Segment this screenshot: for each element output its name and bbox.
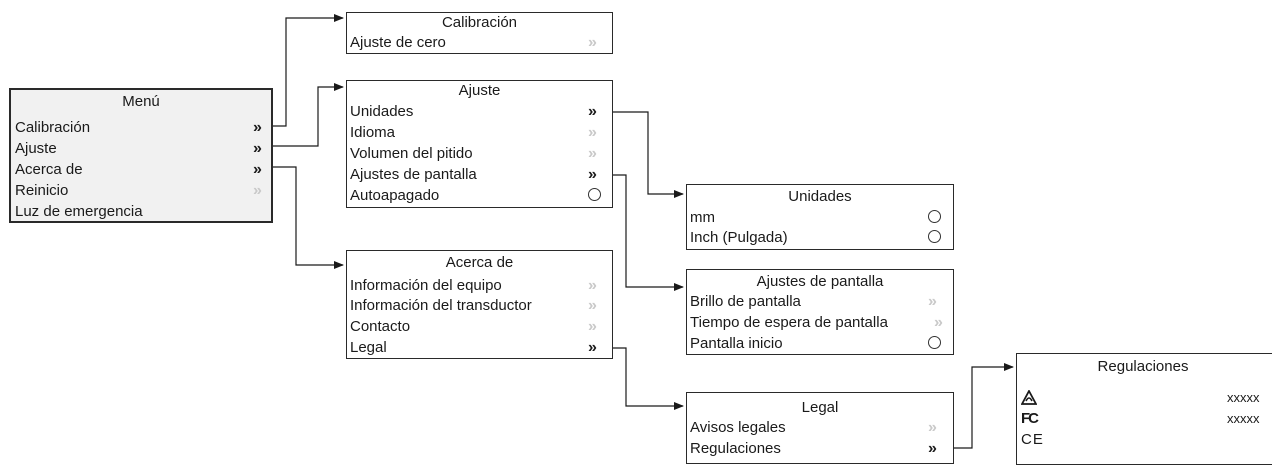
menu-item-calibracion[interactable]: Calibración » — [15, 117, 267, 138]
chevron-right-icon: » — [588, 145, 597, 162]
legal-item-avisos[interactable]: Avisos legales » — [690, 417, 949, 438]
ajuste-item-volumen[interactable]: Volumen del pitido » — [350, 143, 608, 164]
pantalla-item-inicio[interactable]: Pantalla inicio — [690, 333, 949, 354]
unidades-item-inch[interactable]: Inch (Pulgada) — [690, 227, 949, 248]
connector-regulaciones — [938, 363, 1014, 449]
menu-item-label: Legal — [350, 339, 387, 356]
radio-button[interactable] — [928, 336, 941, 349]
menu-item-label: Idioma — [350, 124, 396, 141]
chevron-right-icon: » — [253, 182, 262, 199]
regulaciones-title: Regulaciones — [1097, 358, 1189, 375]
legal-title: Legal — [801, 399, 839, 416]
chevron-right-icon: » — [588, 166, 597, 183]
chevron-right-icon: » — [928, 293, 937, 310]
ajuste-title: Ajuste — [458, 82, 501, 99]
acerca-item-contacto[interactable]: Contacto » — [350, 316, 608, 337]
menu-item-label: Brillo de pantalla — [690, 293, 801, 310]
ajuste-item-pantalla[interactable]: Ajustes de pantalla » — [350, 164, 608, 185]
chevron-right-icon: » — [588, 124, 597, 141]
menu-item-label: Tiempo de espera de pantalla — [690, 314, 888, 331]
rcm-icon — [1020, 389, 1038, 405]
menu-box: Menú Calibración » Ajuste » Acerca de » … — [9, 88, 273, 223]
menu-item-label: Inch (Pulgada) — [690, 229, 788, 246]
menu-item-label: Luz de emergencia — [15, 203, 143, 220]
menu-item-label: Ajustes de pantalla — [350, 166, 477, 183]
unidades-box: Unidades mm Inch (Pulgada) — [686, 184, 954, 250]
chevron-right-icon: » — [588, 318, 597, 335]
chevron-right-icon: » — [588, 103, 597, 120]
calibracion-title: Calibración — [441, 14, 518, 31]
ajuste-box: Ajuste Unidades » Idioma » Volumen del p… — [346, 80, 613, 208]
menu-item-ajuste[interactable]: Ajuste » — [15, 138, 267, 159]
chevron-right-icon: » — [934, 314, 943, 331]
pantalla-item-brillo[interactable]: Brillo de pantalla » — [690, 291, 949, 312]
chevron-right-icon: » — [253, 140, 262, 157]
ajuste-item-unidades[interactable]: Unidades » — [350, 101, 608, 122]
menu-item-label: Ajuste de cero — [350, 34, 446, 51]
unidades-title: Unidades — [788, 188, 852, 205]
menu-title: Menú — [122, 93, 160, 110]
menu-item-label: Pantalla inicio — [690, 335, 783, 352]
acerca-item-transductor[interactable]: Información del transductor » — [350, 295, 608, 316]
legal-item-regulaciones[interactable]: Regulaciones » — [690, 438, 949, 459]
menu-item-label: Autoapagado — [350, 187, 440, 204]
chevron-right-icon: » — [588, 34, 597, 51]
menu-item-label: Avisos legales — [690, 419, 786, 436]
chevron-right-icon: » — [928, 440, 937, 457]
fcc-icon: FC — [1021, 410, 1039, 427]
ajuste-item-idioma[interactable]: Idioma » — [350, 122, 608, 143]
menu-item-reinicio[interactable]: Reinicio » — [15, 180, 267, 201]
menu-item-label: Regulaciones — [690, 440, 781, 457]
connector-unidades — [598, 111, 684, 198]
menu-item-label: Información del equipo — [350, 277, 502, 294]
menu-item-label: Reinicio — [15, 182, 69, 199]
pantalla-item-tiempo[interactable]: Tiempo de espera de pantalla » — [690, 312, 949, 333]
rcm-value: xxxxx — [1227, 390, 1260, 405]
legal-box: Legal Avisos legales » Regulaciones » — [686, 392, 954, 464]
menu-item-label: Volumen del pitido — [350, 145, 473, 162]
acerca-box: Acerca de Información del equipo » Infor… — [346, 250, 613, 359]
chevron-right-icon: » — [588, 339, 597, 356]
radio-button[interactable] — [588, 188, 601, 201]
acerca-item-equipo[interactable]: Información del equipo » — [350, 275, 608, 296]
radio-button[interactable] — [928, 210, 941, 223]
pantalla-title: Ajustes de pantalla — [756, 273, 884, 290]
menu-item-acerca[interactable]: Acerca de » — [15, 159, 267, 180]
chevron-right-icon: » — [588, 297, 597, 314]
pantalla-box: Ajustes de pantalla Brillo de pantalla »… — [686, 269, 954, 355]
acerca-item-legal[interactable]: Legal » — [350, 337, 608, 358]
acerca-title: Acerca de — [445, 254, 514, 271]
calibracion-box: Calibración Ajuste de cero » — [346, 12, 613, 54]
ajuste-item-autoapagado[interactable]: Autoapagado — [350, 185, 608, 206]
menu-item-label: Ajuste — [15, 140, 57, 157]
chevron-right-icon: » — [253, 119, 262, 136]
chevron-right-icon: » — [253, 161, 262, 178]
calibracion-item-ajuste-cero[interactable]: Ajuste de cero » — [350, 32, 608, 53]
menu-item-label: Contacto — [350, 318, 411, 335]
ce-icon: CE — [1021, 431, 1044, 448]
fcc-value: xxxxx — [1227, 411, 1260, 426]
menu-item-luz[interactable]: Luz de emergencia — [15, 201, 267, 222]
menu-item-label: Acerca de — [15, 161, 83, 178]
connector-acerca — [262, 166, 344, 269]
connector-calibracion — [262, 14, 344, 127]
chevron-right-icon: » — [588, 277, 597, 294]
menu-item-label: Información del transductor — [350, 297, 532, 314]
menu-item-label: Unidades — [350, 103, 414, 120]
unidades-item-mm[interactable]: mm — [690, 207, 949, 228]
connector-ajuste — [262, 83, 344, 147]
chevron-right-icon: » — [928, 419, 937, 436]
menu-item-label: Calibración — [15, 119, 91, 136]
menu-item-label: mm — [690, 209, 715, 226]
regulaciones-box: Regulaciones xxxxx FC xxxxx CE — [1016, 353, 1272, 465]
radio-button[interactable] — [928, 230, 941, 243]
